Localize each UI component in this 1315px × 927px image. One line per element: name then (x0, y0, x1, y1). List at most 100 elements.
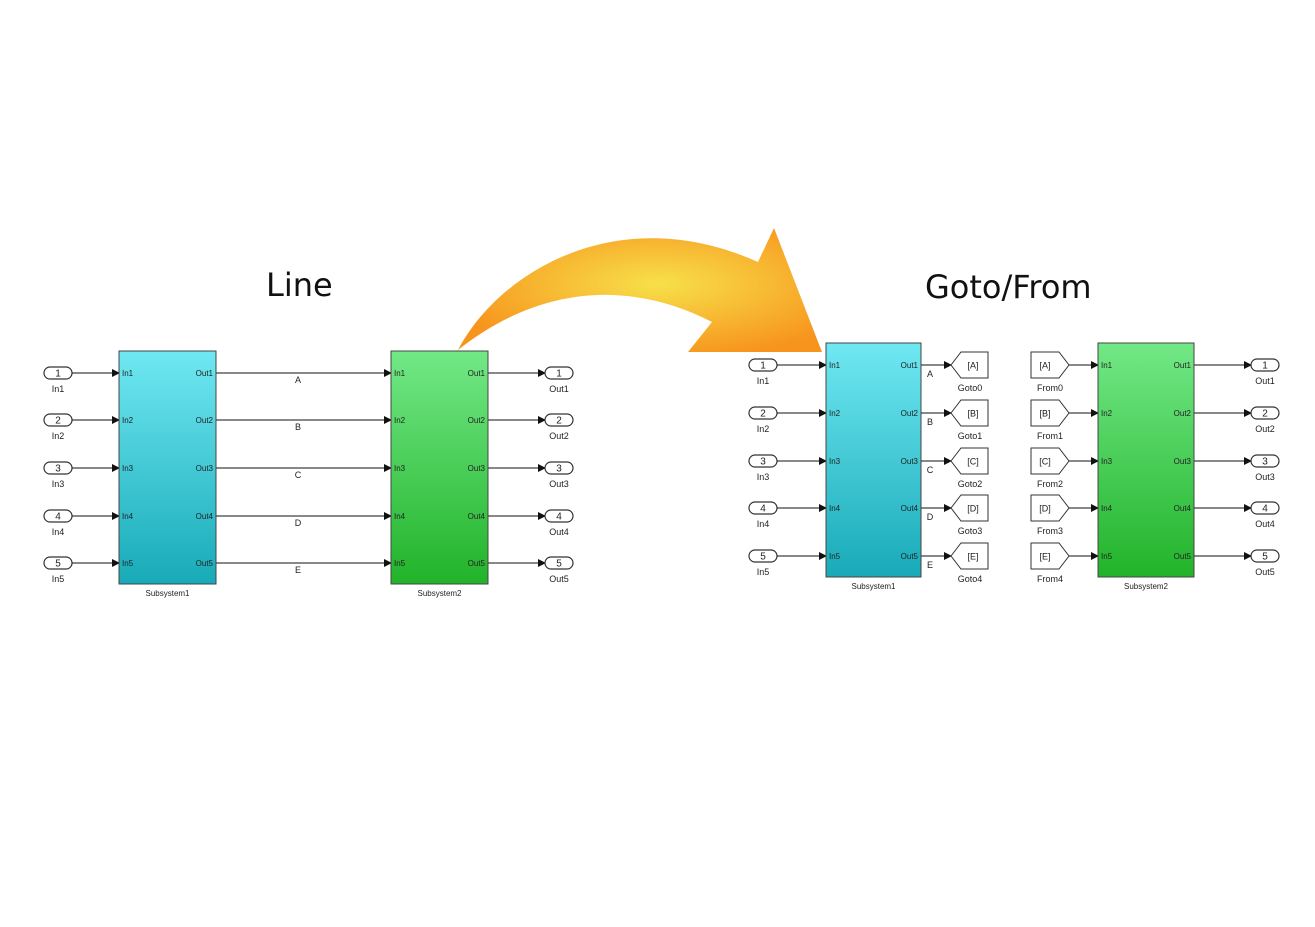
goto-outport-4 (1250, 501, 1280, 515)
subsystem2-block-out-label: Out3 (468, 464, 486, 473)
inport-2-number: 2 (55, 416, 61, 427)
signal-label-b: B (295, 422, 301, 432)
inport-1-number: 1 (55, 369, 61, 380)
goto-outport-2 (1250, 406, 1280, 420)
goto-subsystem2-block-in-label: In1 (1101, 361, 1113, 370)
goto-signal-label-2: B (927, 417, 933, 427)
subsystem1-block-name: Subsystem1 (145, 589, 190, 598)
goto-block-2 (950, 399, 989, 427)
goto-subsystem2-block-in-label: In5 (1101, 552, 1113, 561)
outport-2 (544, 413, 574, 427)
goto-block-3-tag: [C] (967, 457, 979, 467)
goto-block-5 (950, 542, 989, 570)
subsystem2-block-out-label: Out5 (468, 559, 486, 568)
goto-subsystem2-block-in-label: In4 (1101, 504, 1113, 513)
subsystem1-block-out-label: Out1 (196, 369, 214, 378)
subsystem2-block-out-label: Out1 (468, 369, 486, 378)
goto-subsystem2-block-out-label: Out2 (1174, 409, 1192, 418)
from-block-1-tag: [A] (1039, 361, 1050, 371)
goto-signal-label-1: A (927, 369, 933, 379)
outport-5-number: 5 (556, 559, 562, 570)
subsystem2-block-in-label: In5 (394, 559, 406, 568)
signal-label-d: D (295, 518, 302, 528)
outport-1-label: Out1 (549, 384, 569, 394)
outport-5 (544, 556, 574, 570)
goto-inport-1-number: 1 (760, 361, 766, 372)
outport-3-label: Out3 (549, 479, 569, 489)
subsystem1-block-out-label: Out3 (196, 464, 214, 473)
from-block-4-tag: [D] (1039, 504, 1051, 514)
goto-outport-3-label: Out3 (1255, 472, 1275, 482)
inport-4-number: 4 (55, 512, 61, 523)
goto-inport-3-number: 3 (760, 457, 766, 468)
goto-block-1-label: Goto0 (958, 383, 983, 393)
signal-label-e: E (295, 565, 301, 575)
subsystem1-block-in-label: In3 (122, 464, 134, 473)
goto-outport-5-number: 5 (1262, 552, 1268, 563)
subsystem2-block-out-label: Out2 (468, 416, 486, 425)
goto-outport-5 (1250, 549, 1280, 563)
goto-outport-1 (1250, 358, 1280, 372)
inport-1-label: In1 (52, 384, 65, 394)
goto-block-3-label: Goto2 (958, 479, 983, 489)
goto-block-5-label: Goto4 (958, 574, 983, 584)
subsystem1-block-in-label: In5 (122, 559, 134, 568)
from-block-3-label: From2 (1037, 479, 1063, 489)
goto-subsystem1-block-out-label: Out5 (901, 552, 919, 561)
goto-outport-4-label: Out4 (1255, 519, 1275, 529)
goto-inport-5-label: In5 (757, 567, 770, 577)
goto-signal-label-4: D (927, 512, 934, 522)
goto-subsystem2-block-out-label: Out3 (1174, 457, 1192, 466)
inport-2-label: In2 (52, 431, 65, 441)
subsystem2-block-in-label: In1 (394, 369, 406, 378)
subsystem1-block-out-label: Out5 (196, 559, 214, 568)
inport-3-number: 3 (55, 464, 61, 475)
goto-outport-2-label: Out2 (1255, 424, 1275, 434)
goto-outport-3 (1250, 454, 1280, 468)
subsystem1-block-out-label: Out4 (196, 512, 214, 521)
subsystem1-block-in-label: In1 (122, 369, 134, 378)
from-block-4 (1030, 494, 1070, 522)
subsystem1-block-in-label: In4 (122, 512, 134, 521)
goto-block-4-tag: [D] (967, 504, 979, 514)
goto-subsystem1-block-out-label: Out3 (901, 457, 919, 466)
goto-subsystem2-block-out-label: Out5 (1174, 552, 1192, 561)
subsystem1-block-in-label: In2 (122, 416, 134, 425)
goto-block-1 (950, 351, 989, 379)
goto-signal-label-3: C (927, 465, 934, 475)
outport-4 (544, 509, 574, 523)
subsystem2-block (390, 350, 489, 585)
from-block-4-label: From3 (1037, 526, 1063, 536)
goto-inport-3-label: In3 (757, 472, 770, 482)
subsystem2-block-in-label: In3 (394, 464, 406, 473)
signal-label-c: C (295, 470, 302, 480)
outport-2-number: 2 (556, 416, 562, 427)
from-block-1-label: From0 (1037, 383, 1063, 393)
subsystem1-block (118, 350, 217, 585)
outport-2-label: Out2 (549, 431, 569, 441)
goto-subsystem1-block-in-label: In4 (829, 504, 841, 513)
goto-subsystem2-block-out-label: Out1 (1174, 361, 1192, 370)
goto-block-2-tag: [B] (967, 409, 978, 419)
from-block-5-tag: [E] (1039, 552, 1050, 562)
goto-block-4 (950, 494, 989, 522)
subsystem2-block-name: Subsystem2 (417, 589, 462, 598)
goto-inport-4-number: 4 (760, 504, 766, 515)
from-block-3-tag: [C] (1039, 457, 1051, 467)
outport-4-number: 4 (556, 512, 562, 523)
inport-4-label: In4 (52, 527, 65, 537)
goto-from-title: Goto/From (925, 268, 1092, 306)
outport-4-label: Out4 (549, 527, 569, 537)
outport-5-label: Out5 (549, 574, 569, 584)
goto-subsystem2-block-name: Subsystem2 (1124, 582, 1169, 591)
goto-subsystem1-block-in-label: In1 (829, 361, 841, 370)
signal-label-a: A (295, 375, 301, 385)
goto-outport-1-label: Out1 (1255, 376, 1275, 386)
goto-subsystem1-block-in-label: In3 (829, 457, 841, 466)
goto-subsystem1-block-in-label: In2 (829, 409, 841, 418)
from-block-5 (1030, 542, 1070, 570)
inport-3-label: In3 (52, 479, 65, 489)
goto-outport-3-number: 3 (1262, 457, 1268, 468)
from-block-2 (1030, 399, 1070, 427)
